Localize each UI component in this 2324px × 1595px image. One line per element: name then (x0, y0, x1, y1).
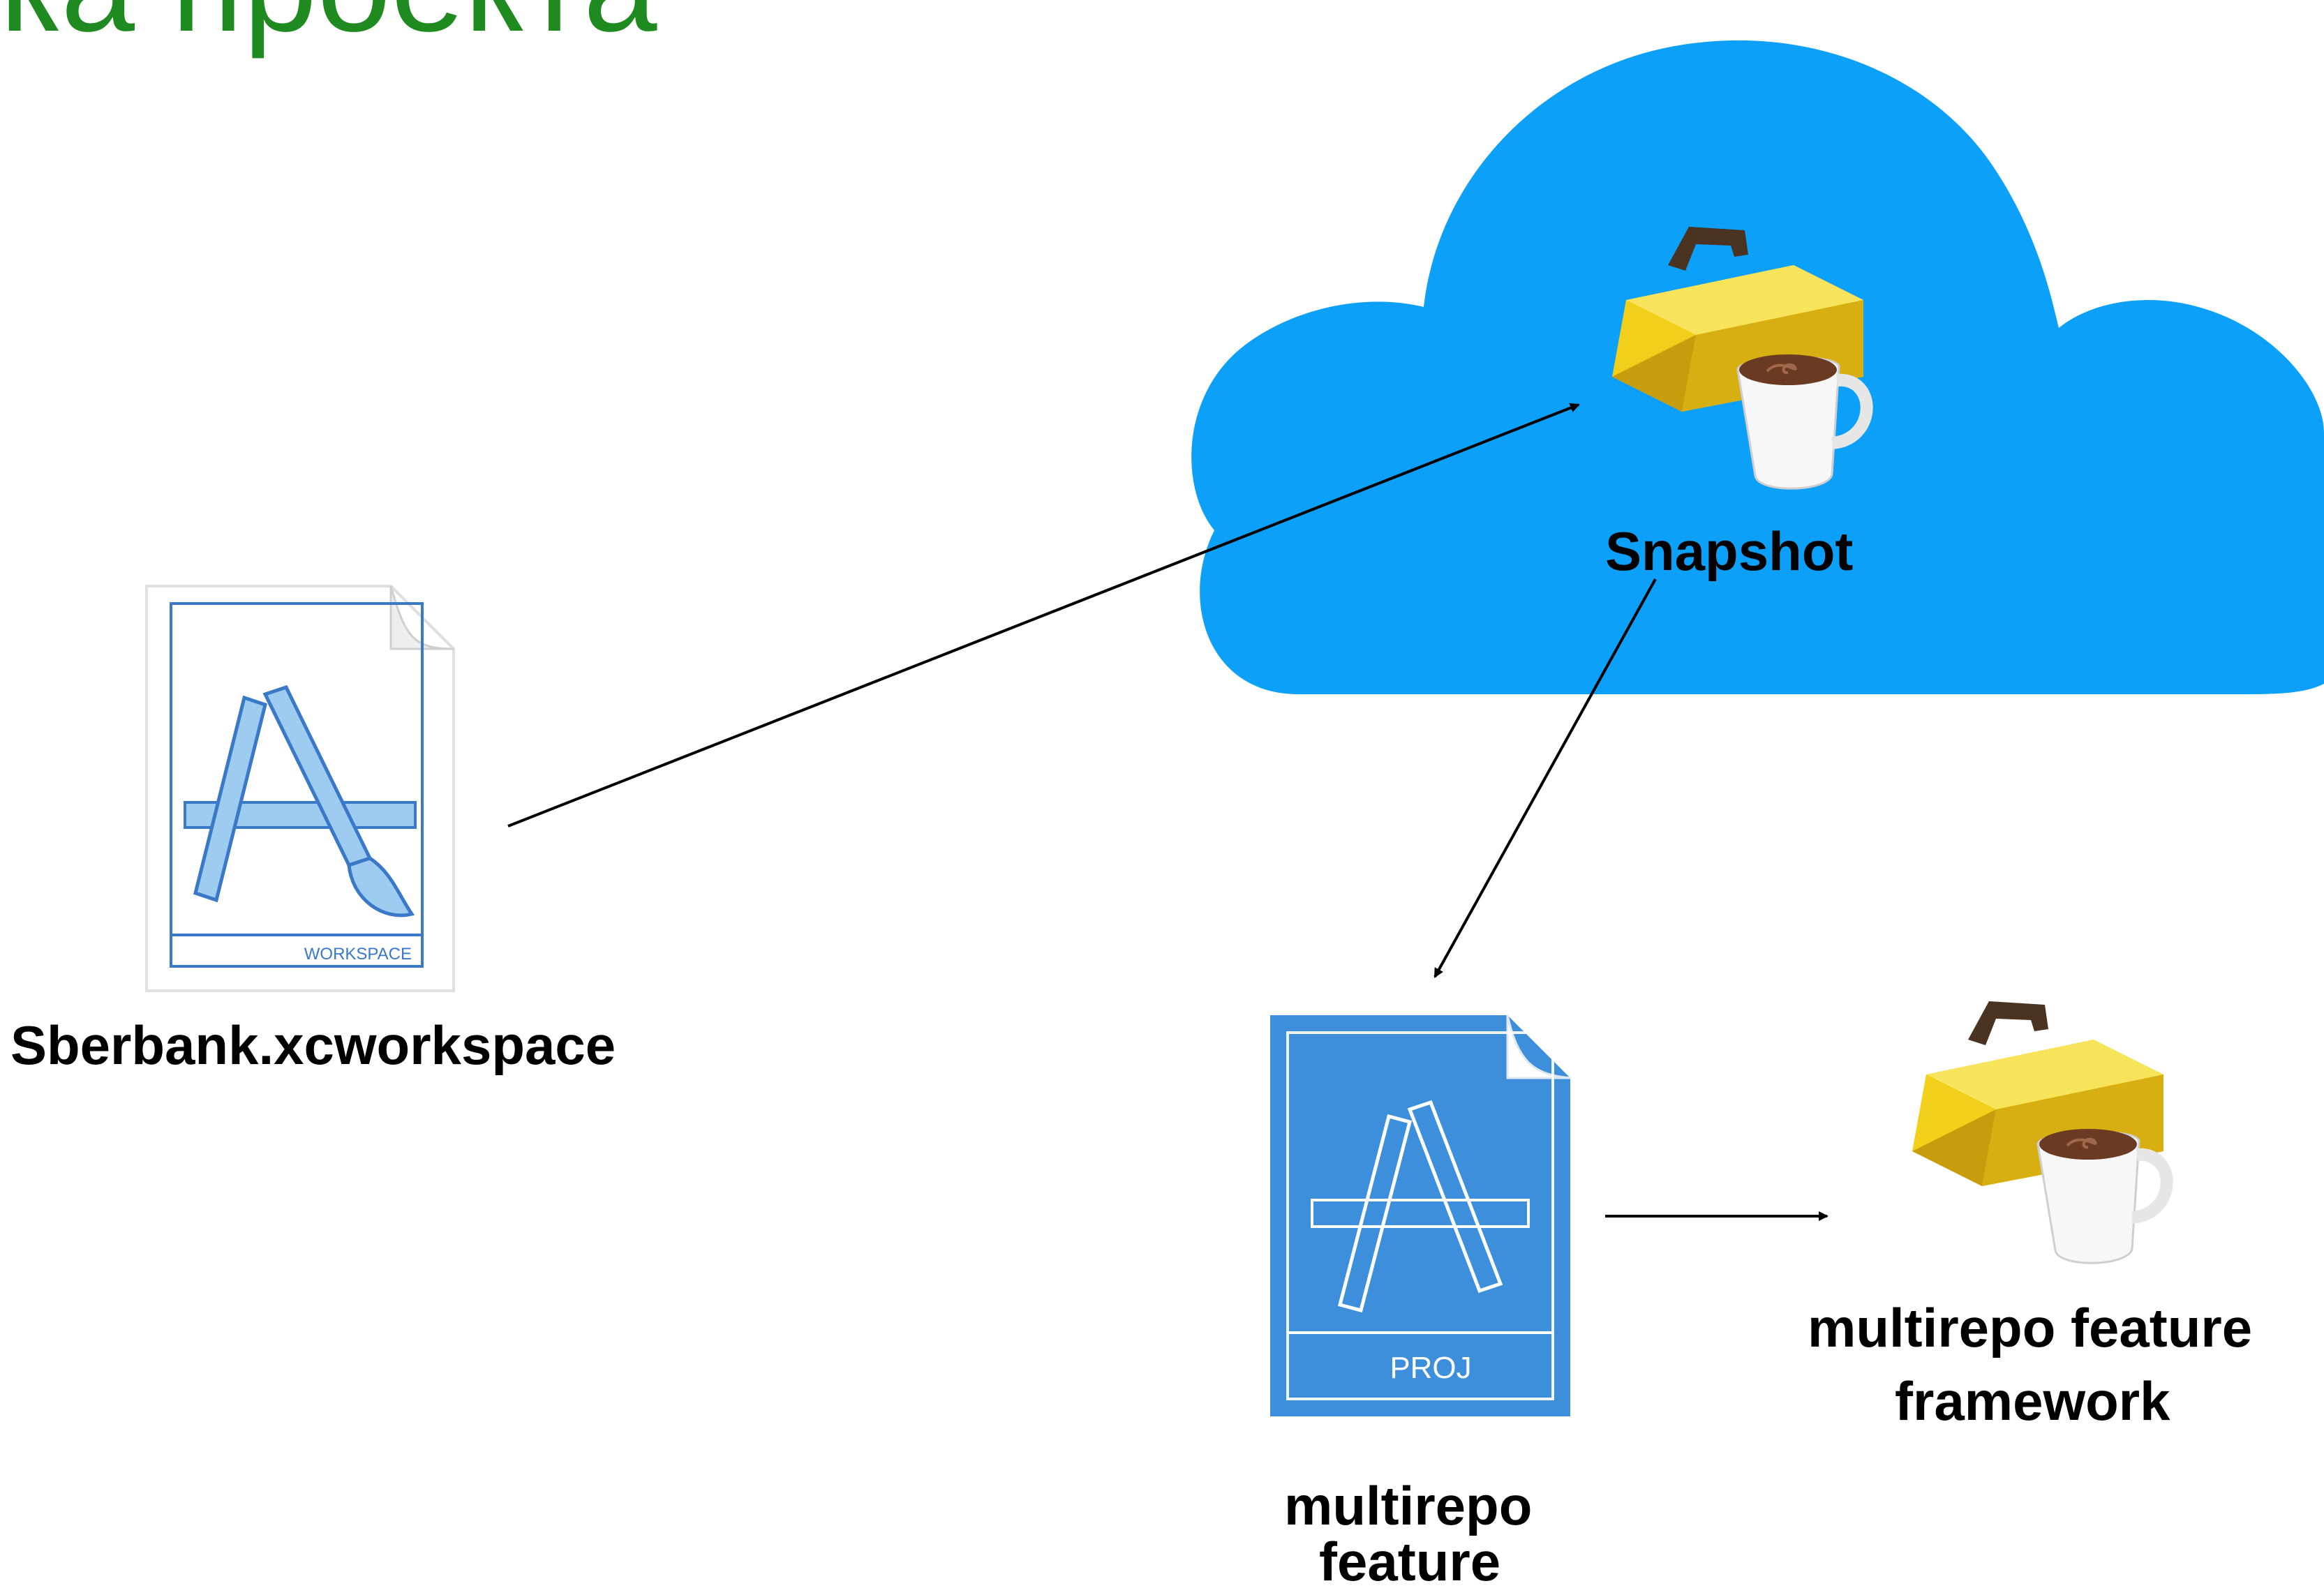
slide-title: ка проекта (0, 0, 657, 61)
toolbox-coffee-icon (1912, 1001, 2173, 1264)
framework-label-line1: multirepo feature (1808, 1297, 2253, 1358)
toolbox-coffee-icon (1612, 227, 1873, 490)
svg-text:PROJ: PROJ (1390, 1351, 1471, 1385)
snapshot-label: Snapshot (1605, 521, 1854, 582)
workspace-label: Sberbank.xcworkspace (10, 1014, 616, 1076)
edge-workspace-to-snapshot (507, 403, 1580, 828)
xcode-project-icon: PROJ (1270, 1014, 1571, 1416)
xcode-workspace-icon: WORKSPACE (145, 585, 455, 992)
framework-label-line2: framework (1895, 1370, 2170, 1432)
project-label-line1: multirepo (1284, 1475, 1533, 1536)
project-label-line2: feature (1319, 1531, 1501, 1592)
svg-text:WORKSPACE: WORKSPACE (304, 945, 412, 964)
edge-snapshot-to-project (1433, 578, 1657, 978)
